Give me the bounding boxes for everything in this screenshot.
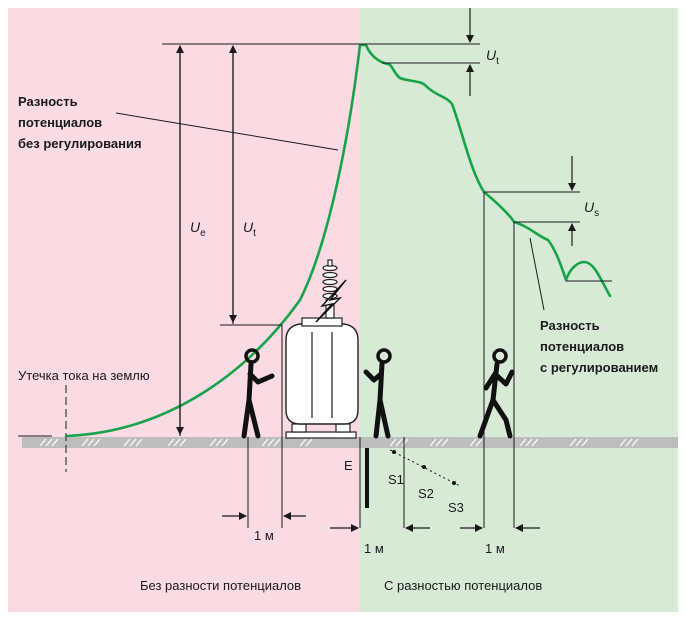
right-zone-background (360, 8, 678, 612)
regulated-label-1: Разность (540, 318, 600, 333)
ue-label: Ue (190, 219, 206, 239)
lightning-icon (315, 279, 347, 323)
us-label: Us (584, 199, 599, 219)
right-footer-label: С разностью потенциалов (384, 578, 542, 593)
left-footer-label: Без разности потенциалов (140, 578, 301, 593)
left-zone-background (8, 8, 360, 612)
unregulated-label-3: без регулирования (18, 136, 142, 151)
s3-label: S3 (448, 500, 464, 515)
electrode-label: E (344, 458, 353, 473)
s1-label: S1 (388, 472, 404, 487)
earth-electrode (365, 448, 369, 508)
unregulated-label-2: потенциалов (18, 115, 102, 130)
regulated-label-2: потенциалов (540, 339, 624, 354)
regulated-label-3: с регулированием (540, 360, 658, 375)
unregulated-leader-line (115, 112, 339, 151)
one-meter-label-c: 1 м (485, 541, 505, 556)
reference-lines (162, 43, 612, 326)
ground-fault-label: Утечка тока на землю (18, 368, 150, 383)
ut-label: Ut (243, 219, 256, 239)
grading-electrodes (389, 449, 461, 487)
unregulated-label-1: Разность (18, 94, 78, 109)
ut-top-label: Ut (486, 47, 499, 67)
person-step-voltage (477, 348, 515, 439)
person-at-electrode (363, 348, 392, 439)
one-meter-label-a: 1 м (254, 528, 274, 543)
person-touch-voltage (241, 348, 275, 439)
transformer (285, 259, 359, 439)
one-meter-label-b: 1 м (364, 541, 384, 556)
regulated-potential-curve (358, 43, 612, 298)
unregulated-potential-curve (64, 43, 362, 438)
ground-strip (22, 437, 678, 448)
projection-lines (247, 192, 515, 528)
regulated-leader-line (529, 237, 545, 311)
fault-marker (18, 385, 67, 472)
s2-label: S2 (418, 486, 434, 501)
